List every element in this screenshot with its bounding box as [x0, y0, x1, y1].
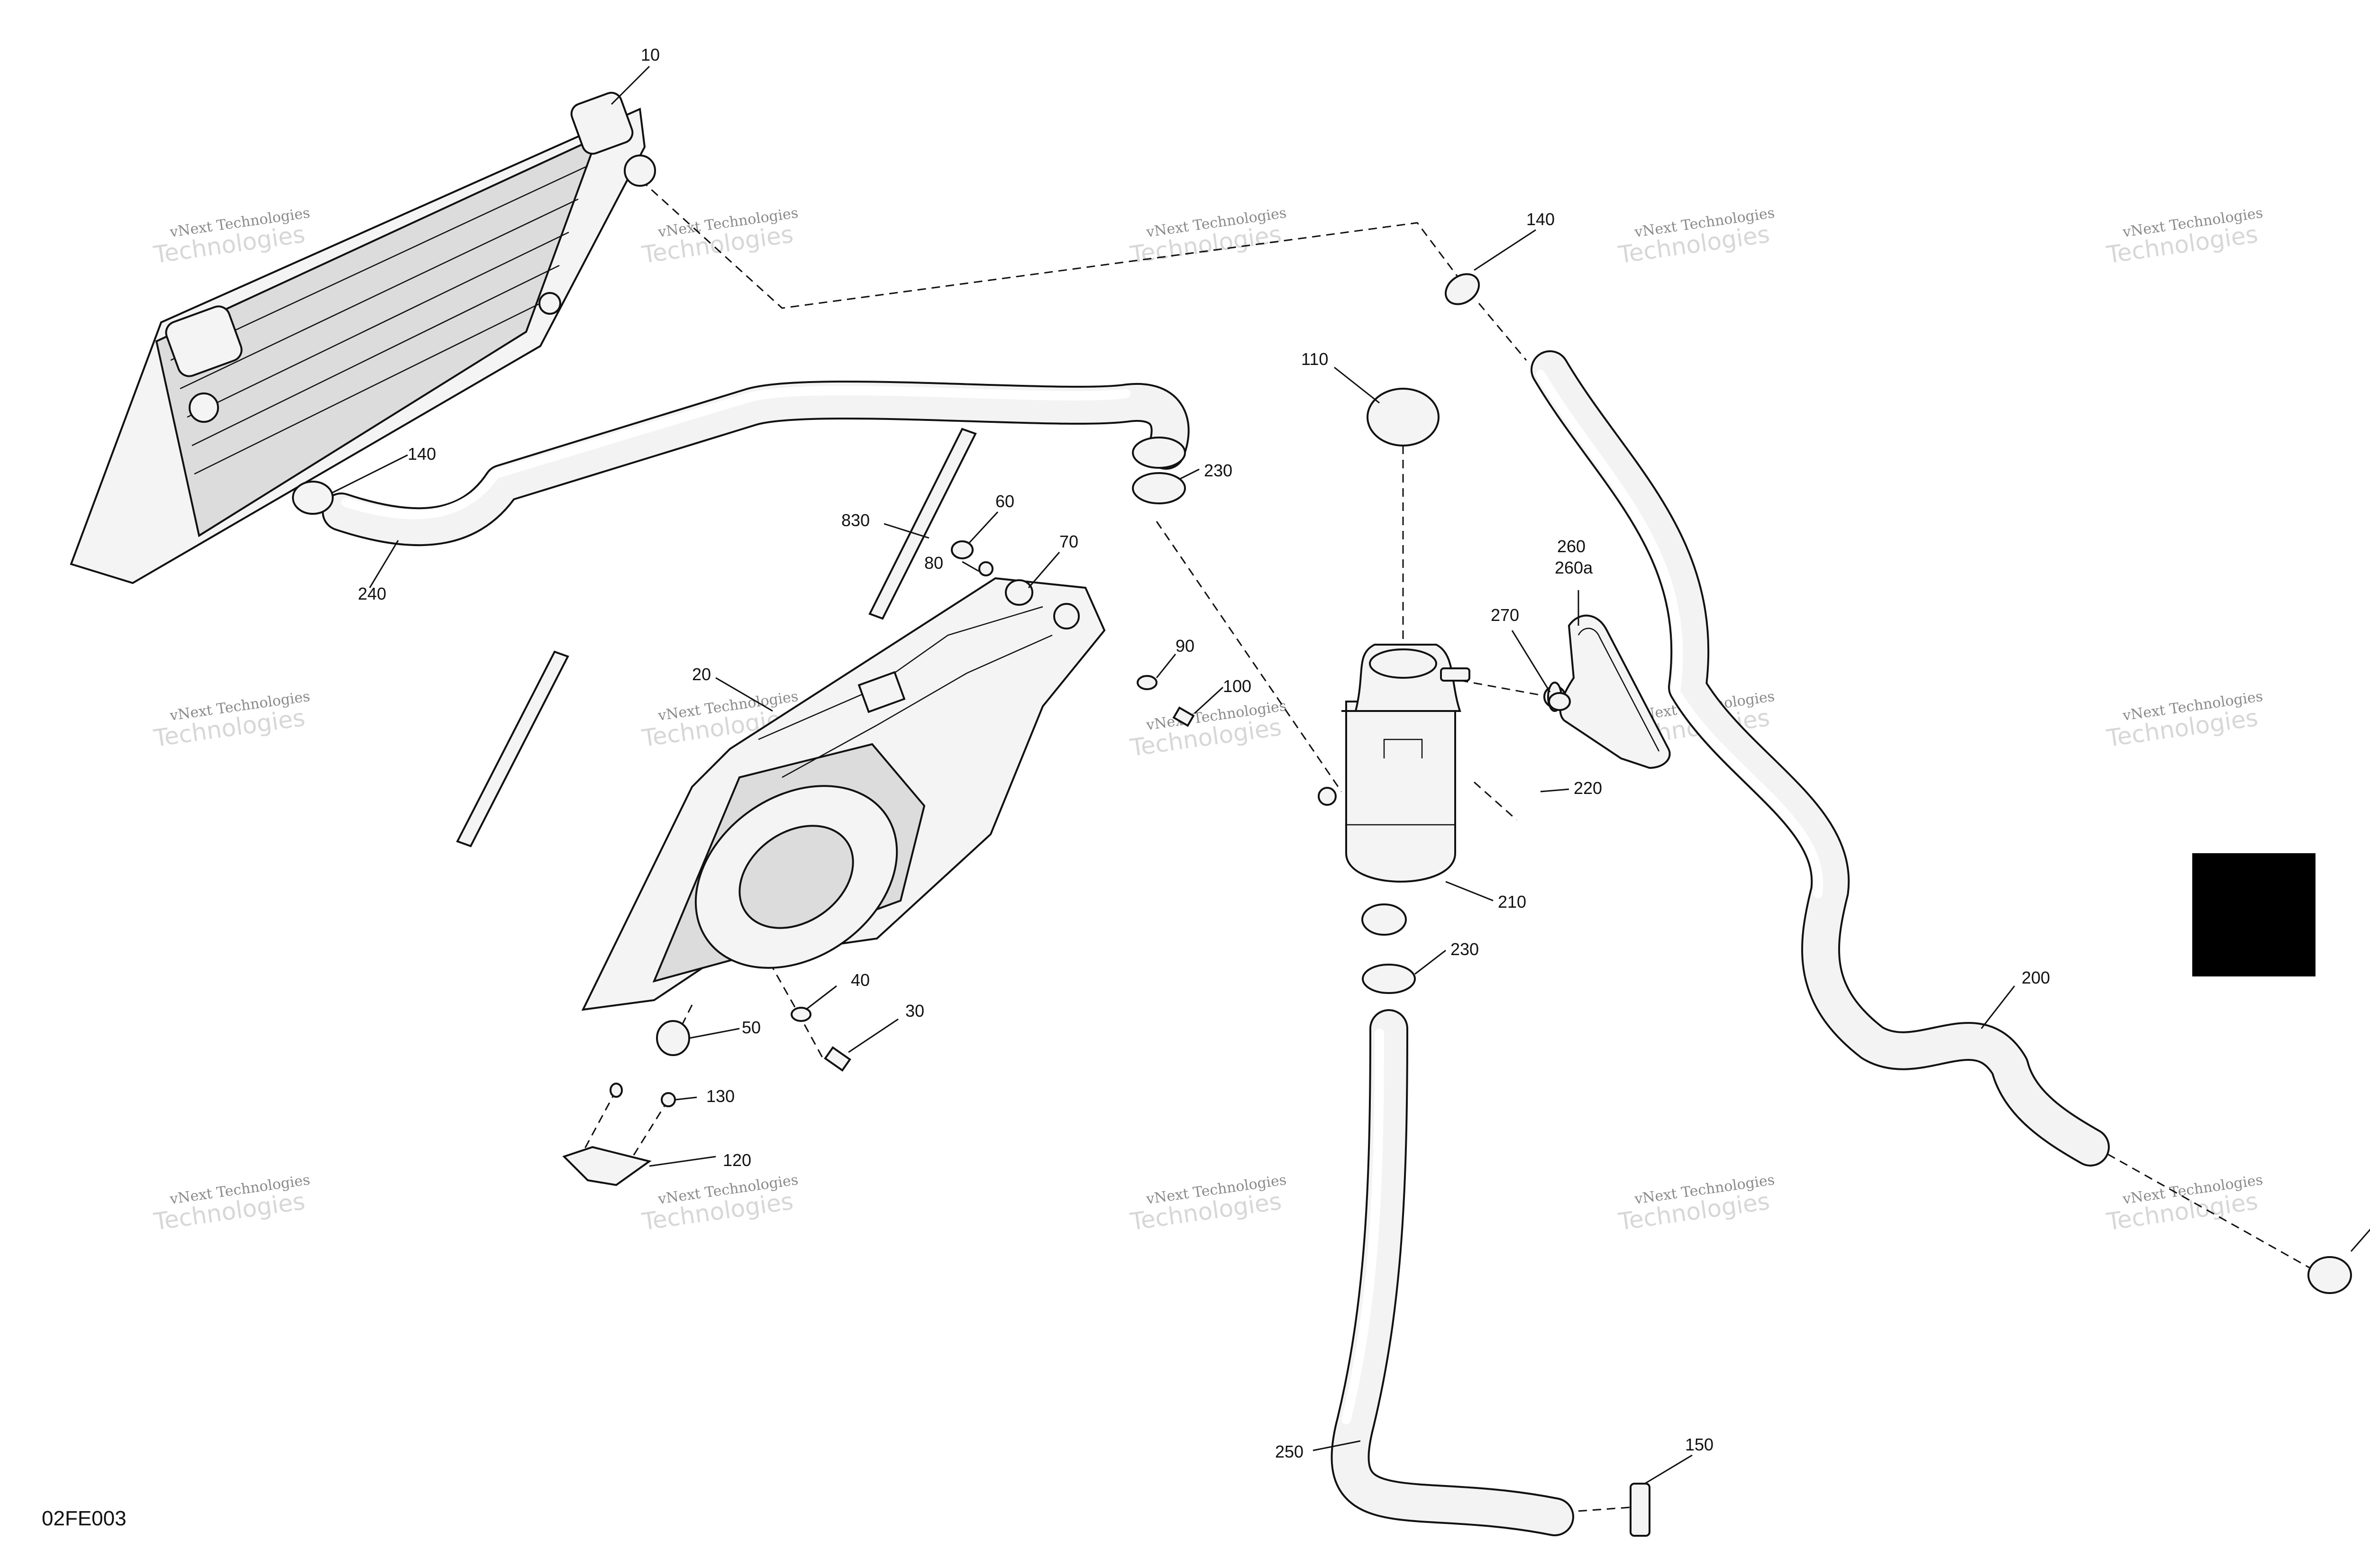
callout-130: 130 [706, 1086, 735, 1106]
callout-50: 50 [742, 1018, 761, 1037]
watermark: vNext Technologies Technologies [152, 1172, 311, 1236]
assembly-lines [194, 170, 2323, 1513]
callout-70: 70 [1059, 532, 1078, 551]
watermark: vNext Technologies Technologies [2105, 1172, 2264, 1236]
watermark: vNext Technologies Technologies [152, 205, 311, 269]
watermark: vNext Technologies Technologies [640, 205, 799, 269]
callout-140-left: 140 [408, 444, 436, 464]
callout-230-bottom: 230 [1450, 939, 1479, 959]
callout-240: 240 [358, 584, 386, 603]
callout-270: 270 [1491, 605, 1519, 625]
callout-40: 40 [851, 970, 870, 990]
callout-260a: 260a [1555, 558, 1593, 577]
callout-150: 150 [1685, 1435, 1714, 1454]
watermark: vNext Technologies Technologies [640, 1172, 799, 1236]
callout-830: 830 [841, 511, 870, 530]
hose-240 [322, 380, 1190, 547]
watermark: vNext Technologies Technologies [1616, 205, 1776, 269]
clamps [292, 273, 2352, 1537]
callout-90: 90 [1176, 636, 1194, 656]
callout-110: 110 [1301, 349, 1328, 369]
callout-30: 30 [905, 1001, 924, 1021]
callout-200: 200 [2022, 968, 2050, 987]
watermark: vNext Technologies Technologies [2105, 688, 2264, 752]
watermark: vNext Technologies Technologies [152, 688, 311, 752]
section-marker [2192, 853, 2315, 976]
watermark: vNext Technologies Technologies [1616, 1172, 1776, 1236]
callout-250: 250 [1275, 1442, 1304, 1461]
callout-120: 120 [723, 1150, 751, 1170]
callout-labels: 10 140 110 230 140 60 70 830 80 240 260 … [358, 45, 2050, 1461]
callout-10: 10 [641, 45, 660, 64]
callout-60: 60 [995, 492, 1014, 511]
hose-250 [1331, 1009, 1574, 1536]
callout-140-top: 140 [1526, 210, 1555, 229]
watermark: vNext Technologies Technologies [1128, 1172, 1287, 1236]
callout-100: 100 [1223, 676, 1251, 696]
leader-lines [331, 65, 2370, 1485]
fasteners [562, 540, 1566, 1186]
diagram-code: 02FE003 [42, 1507, 127, 1530]
watermark: vNext Technologies Technologies [2105, 205, 2264, 269]
callout-20: 20 [692, 665, 711, 684]
hose-200 [1531, 350, 2110, 1167]
callout-230-top: 230 [1204, 461, 1232, 480]
breather-hose [1548, 614, 1671, 769]
fan-shroud [581, 577, 1106, 1011]
expansion-tank [1318, 388, 1470, 936]
foam-strips [456, 428, 977, 848]
callout-260: 260 [1557, 537, 1586, 556]
watermark: vNext Technologies Technologies [1128, 698, 1287, 762]
callout-80: 80 [924, 553, 943, 573]
callout-220: 220 [1574, 778, 1602, 798]
radiator [70, 91, 656, 584]
callout-210: 210 [1498, 892, 1526, 912]
